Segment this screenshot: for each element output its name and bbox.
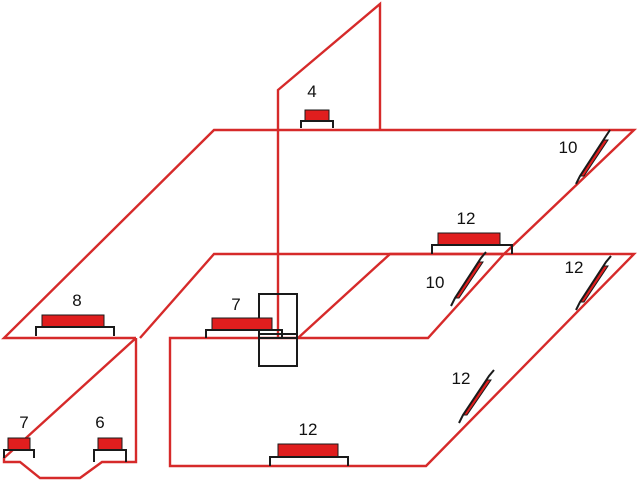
pipe-upper-floor-loop bbox=[1, 128, 637, 340]
radiator-lower-right bbox=[575, 255, 612, 311]
radiator-basement-right-label: 6 bbox=[95, 413, 104, 432]
radiator-lower-inner bbox=[450, 251, 487, 307]
radiator-lower-right-label: 12 bbox=[565, 258, 584, 277]
radiator-basement-left-label: 7 bbox=[19, 413, 28, 432]
pipe-lower-inner-return bbox=[298, 253, 505, 340]
radiator-lower-front-label: 12 bbox=[299, 420, 318, 439]
radiator-lower-front-right-label: 12 bbox=[452, 369, 471, 388]
radiator-top-label: 4 bbox=[307, 82, 316, 101]
radiator-lower-front-right bbox=[458, 369, 495, 424]
radiator-lower-front bbox=[269, 443, 349, 466]
radiator-basement-right bbox=[93, 437, 127, 462]
riser-box-lower bbox=[258, 333, 298, 367]
radiator-upper-mid bbox=[431, 232, 513, 254]
radiator-upper-right-label: 10 bbox=[559, 138, 578, 157]
radiator-lower-inner-label: 10 bbox=[426, 273, 445, 292]
radiator-basement-left bbox=[3, 437, 35, 458]
radiator-upper-mid-label: 12 bbox=[457, 209, 476, 228]
radiator-lower-center-label: 7 bbox=[231, 295, 240, 314]
radiator-upper-left bbox=[35, 314, 115, 336]
radiator-upper-right bbox=[575, 129, 611, 185]
radiator-lower-center bbox=[205, 317, 283, 338]
pipe-basement-loop bbox=[2, 337, 138, 480]
radiator-top bbox=[300, 109, 334, 128]
pipe-main-riser bbox=[276, 1, 382, 338]
radiator-upper-left-label: 8 bbox=[72, 291, 81, 310]
riser-box-upper bbox=[258, 293, 298, 339]
pipe-lower-floor-loop bbox=[139, 252, 637, 468]
